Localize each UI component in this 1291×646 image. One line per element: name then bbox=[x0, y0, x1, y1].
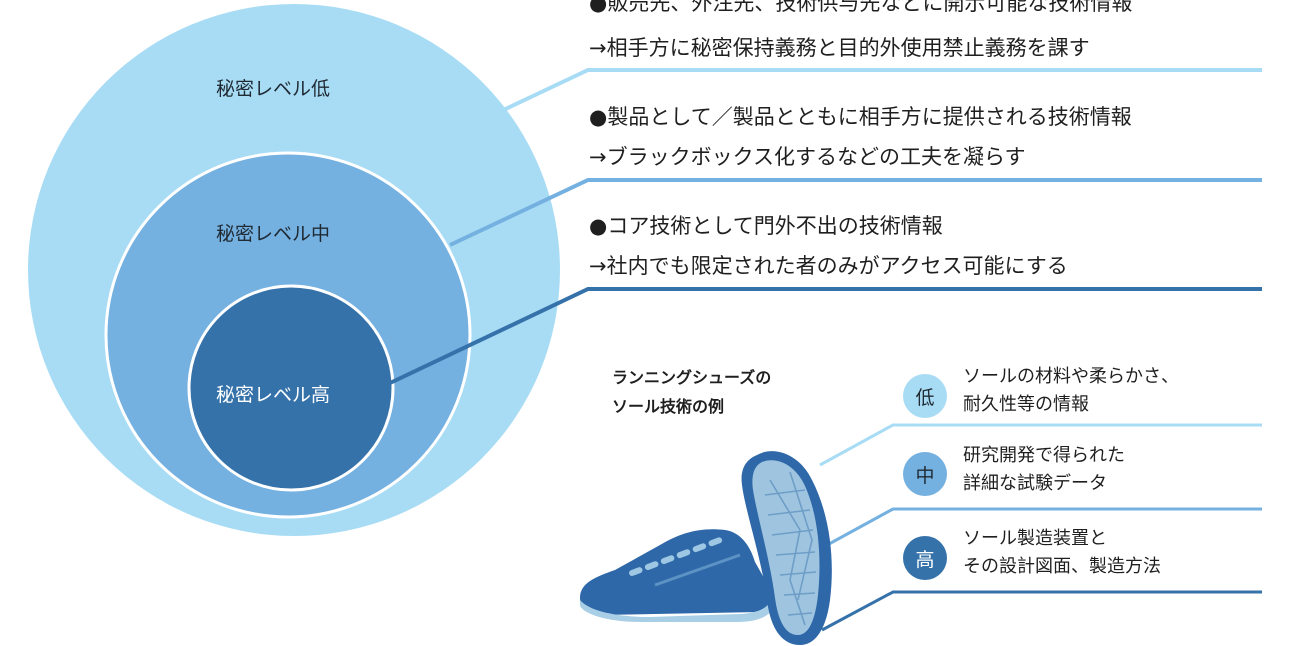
badge-low-label: 低 bbox=[915, 386, 935, 409]
example-low-line2: 耐久性等の情報 bbox=[963, 394, 1089, 415]
connector-low bbox=[494, 68, 1262, 116]
circle-label-mid: 秘密レベル中 bbox=[216, 223, 331, 245]
circle-label-low: 秘密レベル低 bbox=[216, 78, 331, 100]
circle-level-high bbox=[187, 284, 395, 492]
example-mid-line2: 詳細な試験データ bbox=[963, 473, 1107, 494]
example-title-line2: ソール技術の例 bbox=[612, 397, 725, 416]
desc-low-line2: →相手方に秘密保持義務と目的外使用禁止義務を課す bbox=[589, 36, 1090, 60]
example-connector-mid bbox=[817, 507, 1262, 552]
example-high-line2: その設計図面、製造方法 bbox=[963, 556, 1161, 577]
running-shoes-icon bbox=[580, 451, 832, 645]
example-connector-high bbox=[821, 590, 1262, 632]
desc-mid-line1: ●製品として／製品とともに相手方に提供される技術情報 bbox=[589, 105, 1132, 129]
example-high-line1: ソール製造装置と bbox=[963, 528, 1107, 549]
desc-high-line1: ●コア技術として門外不出の技術情報 bbox=[589, 214, 943, 238]
example-connector-low bbox=[819, 423, 1262, 467]
example-low-line1: ソールの材料や柔らかさ、 bbox=[963, 366, 1179, 387]
example-mid-line1: 研究開発で得られた bbox=[963, 445, 1125, 466]
connector-high bbox=[389, 287, 1262, 385]
circle-label-high: 秘密レベル高 bbox=[216, 384, 331, 406]
connector-mid bbox=[449, 178, 1262, 247]
desc-mid-line2: →ブラックボックス化するなどの工夫を凝らす bbox=[589, 145, 1026, 169]
badge-mid: 中 bbox=[903, 452, 947, 496]
badge-high-label: 高 bbox=[915, 548, 935, 571]
badge-high: 高 bbox=[903, 536, 947, 580]
desc-high-line2: →社内でも限定された者のみがアクセス可能にする bbox=[589, 254, 1068, 278]
desc-low-line1: ●販売先、外注先、技術供与先などに開示可能な技術情報 bbox=[589, 0, 1133, 15]
badge-mid-label: 中 bbox=[915, 464, 935, 487]
badge-low: 低 bbox=[903, 374, 947, 418]
example-title-line1: ランニングシューズの bbox=[612, 368, 772, 387]
